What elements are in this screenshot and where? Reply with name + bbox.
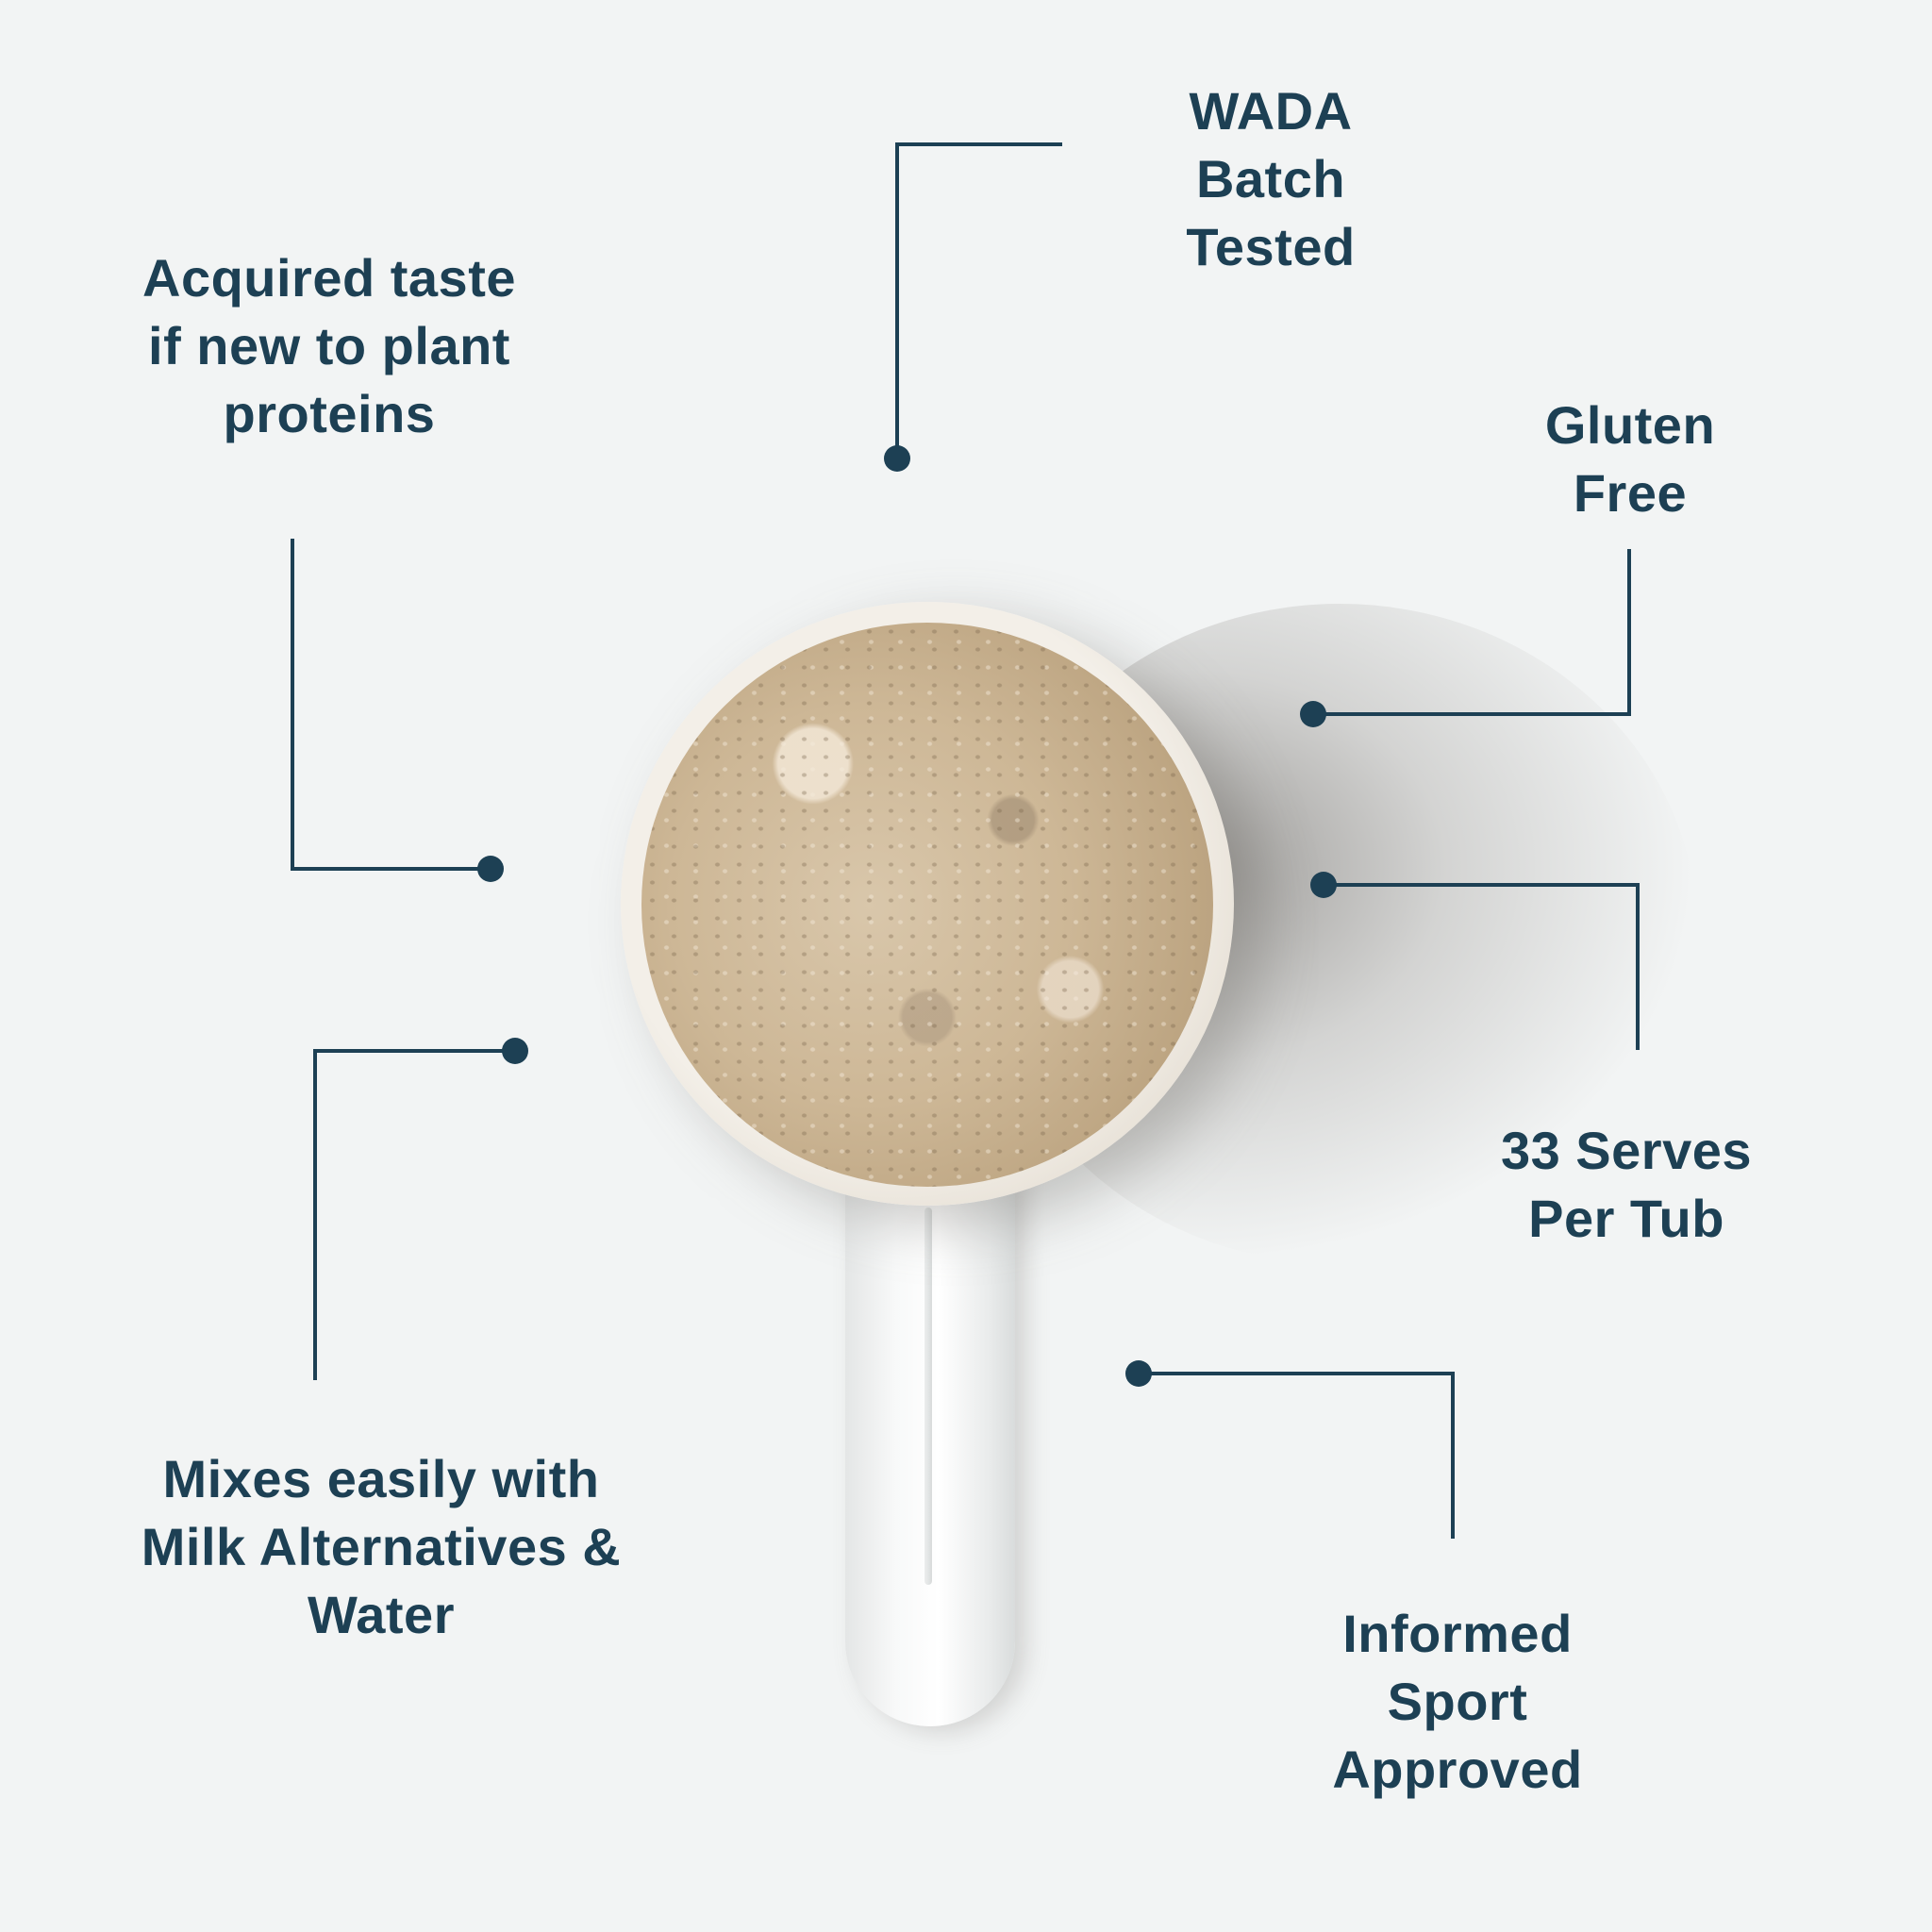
protein-powder [641, 623, 1213, 1187]
connector-dot-wada [884, 445, 910, 472]
callout-gluten-free: Gluten Free [1545, 391, 1715, 527]
callout-line: Water [307, 1585, 455, 1644]
callout-line: Per Tub [1528, 1189, 1724, 1248]
connector-dot-mixes [502, 1038, 528, 1064]
callout-line: 33 Serves [1500, 1121, 1753, 1180]
callout-line: Acquired taste [142, 248, 516, 308]
callout-informed-sport: Informed Sport Approved [1332, 1600, 1582, 1804]
callout-mixes: Mixes easily with Milk Alternatives & Wa… [142, 1445, 621, 1649]
connector-mixes-vertical [313, 1049, 317, 1380]
connector-acquired-taste-vertical [291, 539, 294, 871]
callout-line: Informed [1342, 1604, 1573, 1663]
callout-line: Batch [1195, 149, 1346, 208]
callout-line: Approved [1332, 1740, 1583, 1799]
connector-mixes-horizontal [313, 1049, 515, 1053]
connector-dot-acquired-taste [477, 856, 504, 882]
scoop-handle-groove [924, 1208, 932, 1585]
connector-informed-sport-horizontal [1139, 1372, 1455, 1375]
connector-dot-gluten-free [1300, 701, 1326, 727]
callout-line: WADA [1189, 81, 1353, 141]
callout-serves: 33 Serves Per Tub [1501, 1117, 1752, 1253]
connector-dot-serves [1310, 872, 1337, 898]
callout-acquired-taste: Acquired taste if new to plant proteins [142, 244, 516, 448]
callout-line: proteins [223, 384, 436, 443]
connector-serves-horizontal [1324, 883, 1640, 887]
connector-wada-horizontal [895, 142, 1062, 146]
connector-dot-informed-sport [1125, 1360, 1152, 1387]
callout-line: Gluten [1544, 395, 1716, 455]
callout-line: if new to plant [148, 316, 510, 375]
connector-acquired-taste-horizontal [291, 867, 491, 871]
callout-line: Tested [1186, 217, 1356, 276]
callout-line: Mixes easily with [162, 1449, 600, 1508]
protein-powder-texture [641, 623, 1213, 1187]
connector-serves-vertical [1636, 883, 1640, 1050]
callout-line: Free [1573, 463, 1688, 523]
callout-line: Milk Alternatives & [141, 1517, 622, 1576]
connector-gluten-free-horizontal [1313, 712, 1631, 716]
connector-informed-sport-vertical [1451, 1372, 1455, 1539]
connector-wada-vertical [895, 142, 899, 458]
callout-wada: WADA Batch Tested [1186, 77, 1355, 281]
callout-line: Sport [1387, 1672, 1528, 1731]
connector-gluten-free-vertical [1627, 549, 1631, 716]
